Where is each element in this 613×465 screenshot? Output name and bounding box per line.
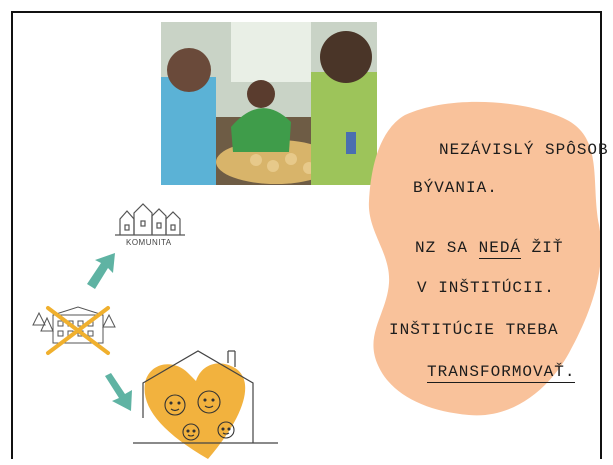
bubble-line-3b: NEDÁ: [478, 239, 522, 259]
community-houses-icon: [115, 203, 185, 236]
arrow-down-right-icon: [105, 373, 132, 411]
bubble-line-3c: ŽIŤ: [521, 239, 564, 257]
community-label: KOMUNITA: [126, 238, 172, 247]
photo-people-baking-icon: [161, 22, 377, 185]
heart-home-icon: [133, 350, 278, 459]
bubble-line-6-text: TRANSFORMOVAŤ.: [427, 363, 576, 383]
bubble-line-1: NEZÁVISLÝ SPÔSOB: [439, 141, 609, 159]
institution-building-icon: [32, 306, 116, 344]
bubble-line-3a: NZ SA: [415, 239, 479, 257]
slide-frame: KOMUNITA NEZÁVISLÝ SPÔSOB BÝVANIA. NZ SA…: [11, 11, 608, 459]
bubble-line-4: V INŠTITÚCII.: [417, 279, 555, 297]
photo: [161, 22, 377, 185]
bubble-line-3: NZ SA NEDÁ ŽIŤ: [415, 239, 564, 259]
bubble-line-2: BÝVANIA.: [413, 179, 498, 197]
arrow-up-right-icon: [87, 253, 115, 289]
family-faces-icon: [164, 390, 235, 441]
bubble-line-6: TRANSFORMOVAŤ.: [427, 363, 576, 383]
cross-out-icon: [46, 306, 110, 355]
bubble-line-5: INŠTITÚCIE TREBA: [389, 321, 559, 339]
